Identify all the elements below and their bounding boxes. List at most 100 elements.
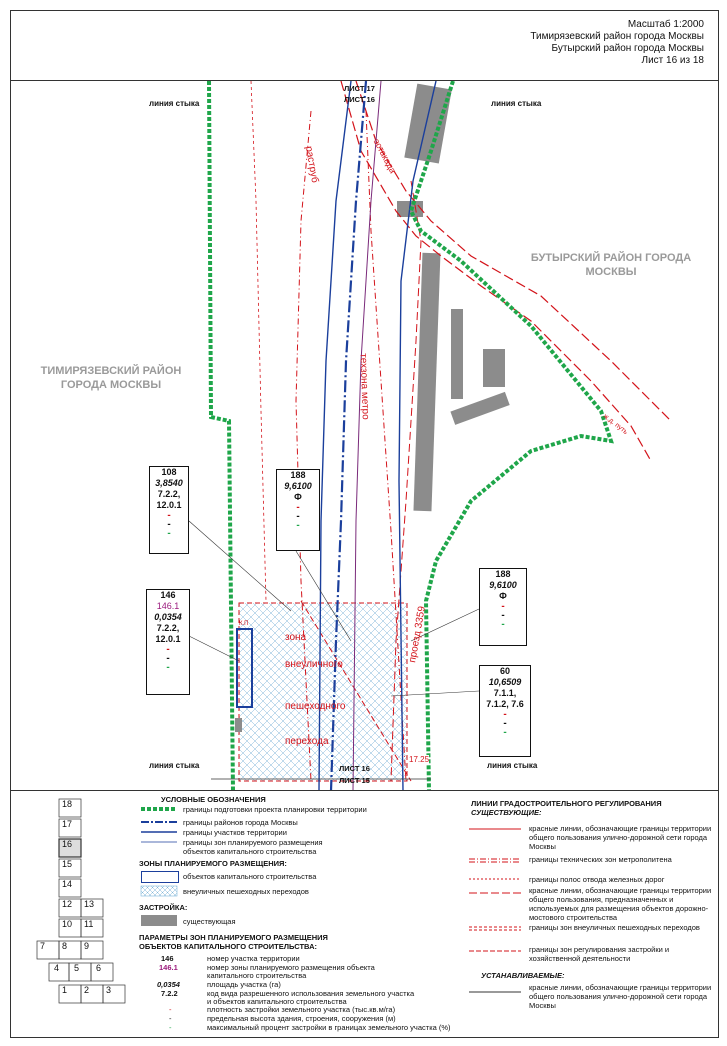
param-code-1: 146: [161, 954, 174, 963]
param-box-188-b[interactable]: 188 9,6100 Ф - - -: [479, 568, 527, 646]
sheet-17-label: ЛИСТ 17: [344, 84, 375, 93]
sheet-15-label: ЛИСТ 15: [339, 776, 370, 785]
purple-line: [352, 81, 382, 791]
right-item-5: границы зон внеуличных пешеходных перехо…: [529, 923, 700, 932]
params-title-2: ОБЪЕКТОВ КАПИТАЛЬНОГО СТРОИТЕЛЬСТВА:: [139, 942, 317, 951]
junction-label-bottom-left: линия стыка: [149, 761, 200, 770]
established-swatch: [469, 991, 521, 993]
param-text-5: код вида разрешенного использования земе…: [207, 989, 415, 998]
param-code-2: 146.1: [159, 963, 178, 972]
zone-word-4: перехода: [285, 736, 329, 747]
index-9: 9: [84, 941, 90, 951]
lot-boundary-2: [398, 81, 437, 791]
zone-capital-label: объектов капитального строительства: [183, 872, 317, 881]
build-label: существующая: [183, 917, 236, 926]
index-18: 18: [62, 799, 73, 809]
build-title: ЗАСТРОЙКА:: [139, 903, 188, 912]
building-1: [451, 309, 463, 399]
pedestrian-zone: [238, 602, 408, 782]
param-text-9: максимальный процент застройки в граница…: [207, 1023, 451, 1032]
param-code-7: -: [169, 1005, 172, 1014]
zone-word-2: внеуличного: [285, 659, 343, 670]
legend-swatches-right: [469, 828, 521, 952]
param-code-5: 7.2.2: [161, 989, 178, 998]
sheet-16-label-bottom: ЛИСТ 16: [339, 764, 370, 773]
callout-188b: [410, 608, 480, 642]
index-11: 11: [84, 919, 94, 929]
sheet-16-label-top: ЛИСТ 16: [344, 95, 375, 104]
zone-capital-swatch: [141, 871, 179, 883]
building-2: [483, 349, 505, 387]
param-text-4: площадь участка (га): [207, 980, 281, 989]
established-title: УСТАНАВЛИВАЕМЫЕ:: [481, 971, 565, 980]
legend-item-lot-boundary: границы участков территории: [183, 828, 287, 837]
callout-60: [390, 690, 480, 697]
param-code-4: 0,0354: [157, 980, 180, 989]
callout-146: [188, 635, 240, 662]
kp-label: К.П: [239, 621, 249, 627]
sheet-index-map: [36, 798, 126, 1004]
legend-item-planning-boundary: границы подготовки проекта планировки те…: [183, 805, 367, 814]
index-3: 3: [106, 985, 112, 995]
zone-word-1: зона: [285, 632, 307, 643]
red-line-2: [355, 81, 672, 422]
planning-boundary-right: [408, 81, 614, 791]
index-6: 6: [96, 963, 102, 973]
map-drawing: [188, 81, 672, 791]
junction-label-bottom-right: линия стыка: [487, 761, 538, 770]
right-title: ЛИНИИ ГРАДОСТРОИТЕЛЬНОГО РЕГУЛИРОВАНИЯ: [471, 799, 662, 808]
param-text-3: капитального строительства: [207, 971, 307, 980]
param-box-108[interactable]: 108 3,8540 7.2.2, 12.0.1 - - -: [149, 466, 189, 554]
district-1-label: Тимирязевский район города Москвы: [530, 31, 704, 42]
legend-panel: 18 17 16 15 14 12 13 10 11 7 8 9 4 5 6 1…: [10, 790, 719, 1038]
legend-swatches-lines: [141, 807, 177, 843]
right-item-2: границы технических зон метрополитена: [529, 855, 672, 864]
param-box-146[interactable]: 146 146.1 0,0354 7.2.2, 12.0.1 - - -: [146, 589, 190, 695]
legend-item-zone-boundary-2: объектов капитального строительства: [183, 847, 317, 856]
index-12: 12: [62, 899, 73, 909]
param-box-188-a[interactable]: 188 9,6100 Ф - - -: [276, 469, 320, 551]
right-item-3: границы полос отвода железных дорог: [529, 875, 665, 884]
small-lot-146: [236, 628, 253, 708]
index-4: 4: [54, 963, 60, 973]
index-2: 2: [84, 985, 90, 995]
metro-zone-1: [295, 110, 312, 782]
param-text-1: номер участка территории: [207, 954, 300, 963]
index-1: 1: [62, 985, 68, 995]
building-long: [413, 252, 441, 512]
callout-108: [188, 520, 292, 612]
lot-boundary-1: [318, 81, 352, 791]
index-7: 7: [40, 941, 46, 951]
param-code-8: -: [169, 1014, 172, 1023]
right-item-1: красные линии, обозначающие границы терр…: [529, 824, 712, 851]
index-8: 8: [62, 941, 68, 951]
legend-title: УСЛОВНЫЕ ОБОЗНАЧЕНИЯ: [161, 795, 266, 804]
build-swatch: [141, 915, 177, 926]
legend-item-district-boundary: границы районов города Москвы: [183, 818, 298, 827]
param-text-7: плотность застройки земельного участка (…: [207, 1005, 396, 1014]
sheet-header: Масштаб 1:2000 Тимирязевский район город…: [10, 10, 719, 81]
building-top: [404, 83, 452, 164]
sheet-number: Лист 16 из 18: [641, 55, 704, 66]
param-box-60[interactable]: 60 10,6509 7.1.1, 7.1.2, 7.6 - - -: [479, 665, 531, 757]
index-10: 10: [62, 919, 73, 929]
params-title-1: ПАРАМЕТРЫ ЗОН ПЛАНИРУЕМОГО РАЗМЕЩЕНИЯ: [139, 933, 328, 942]
small-label: 17.25: [409, 755, 430, 764]
building-small: [235, 718, 242, 732]
index-5: 5: [74, 963, 80, 973]
index-17: 17: [62, 819, 73, 829]
junction-label-top-left: линия стыка: [149, 99, 200, 108]
zone-pedestrian-label: внеуличных пешеходных переходов: [183, 887, 309, 896]
scale-label: Масштаб 1:2000: [627, 19, 704, 30]
label-tekhzona: техзона метро: [357, 353, 371, 420]
zone-boundary: [250, 81, 267, 602]
index-15: 15: [62, 859, 73, 869]
building-3: [450, 391, 510, 425]
district-boundary: [329, 81, 368, 791]
district-2-label: Бутырский район города Москвы: [551, 43, 704, 54]
callout-188a: [295, 550, 352, 642]
